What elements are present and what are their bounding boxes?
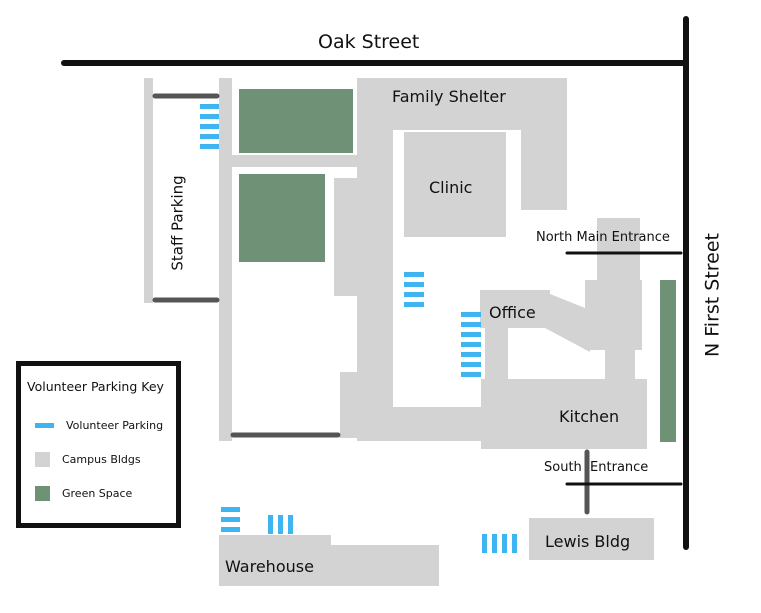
volunteer-parking-spots (200, 104, 517, 553)
legend-label: Campus Bldgs (62, 453, 141, 466)
volunteer-parking-lewis (482, 534, 517, 553)
green-space-middle (239, 174, 325, 262)
volunteer-parking-office (461, 312, 481, 377)
office-connector (545, 292, 590, 352)
green-divider-strip (232, 155, 358, 167)
north-main-entrance-building (585, 280, 642, 350)
staff-parking-strip-left (144, 78, 153, 303)
volunteer-parking-key: Volunteer Parking Key Volunteer Parking … (16, 361, 181, 528)
legend-title: Volunteer Parking Key (27, 379, 164, 394)
volunteer-parking-warehouse-stack (221, 507, 240, 532)
legend-label: Green Space (62, 487, 133, 500)
kitchen-label: Kitchen (559, 407, 620, 426)
family-shelter-label: Family Shelter (392, 87, 506, 106)
n-first-street-label: N First Street (701, 232, 724, 358)
south-entrance-label: South Entrance (544, 460, 649, 475)
office-label: Office (489, 303, 536, 322)
green-space-swatch (35, 486, 50, 501)
west-corridor (357, 78, 393, 441)
volunteer-parking-staff-lot (200, 104, 219, 149)
kitchen-building (481, 379, 647, 449)
green-space-north (239, 89, 353, 153)
north-main-connector (605, 345, 635, 380)
parking-bars (152, 93, 590, 515)
legend-item-volunteer-parking: Volunteer Parking (35, 419, 163, 432)
roads (61, 16, 689, 550)
west-annex (334, 178, 359, 296)
legend-label: Volunteer Parking (66, 419, 164, 432)
warehouse-east (320, 545, 439, 586)
volunteer-parking-west-corridor (404, 272, 424, 307)
lewis-bldg-label: Lewis Bldg (545, 532, 631, 551)
lewis-bldg (529, 518, 654, 560)
legend-item-green-space: Green Space (35, 486, 132, 501)
clinic-label: Clinic (429, 178, 473, 197)
volunteer-parking-warehouse-row (268, 515, 293, 534)
campus-bldgs-swatch (35, 452, 50, 467)
north-main-tower (597, 218, 640, 282)
warehouse-west (219, 535, 331, 586)
warehouse-label: Warehouse (225, 557, 314, 576)
campus-buildings (144, 78, 654, 586)
west-annex-lower (340, 372, 360, 438)
family-shelter-wing (521, 78, 567, 210)
staff-parking-label: Staff Parking (168, 175, 187, 271)
clinic-building (404, 132, 506, 237)
oak-street-label: Oak Street (318, 31, 420, 53)
volunteer-parking-swatch (35, 423, 54, 428)
green-spaces (239, 89, 676, 442)
south-corridor (357, 407, 487, 441)
legend-item-campus-bldgs: Campus Bldgs (35, 452, 141, 467)
green-space-east (660, 280, 676, 442)
north-main-entrance-label: North Main Entrance (536, 230, 670, 245)
staff-parking-strip-right (219, 78, 232, 441)
office-wing (485, 320, 508, 380)
